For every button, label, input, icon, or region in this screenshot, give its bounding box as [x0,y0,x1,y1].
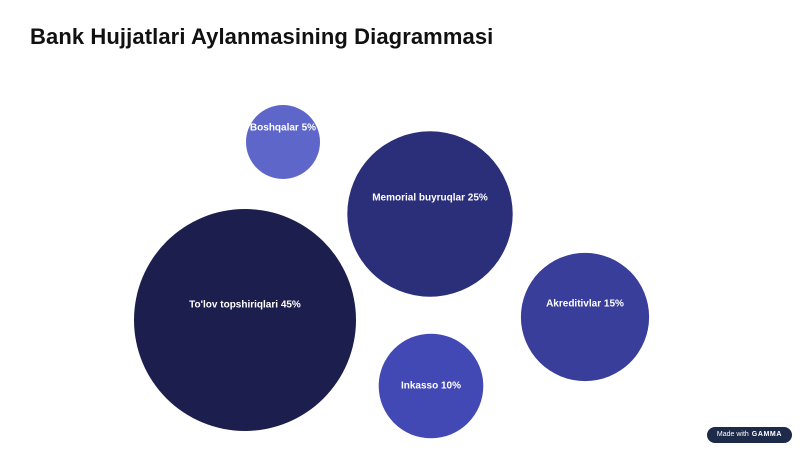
bubble-2: To'lov topshiriqlari 45% [134,209,356,431]
chart-title: Bank Hujjatlari Aylanmasining Diagrammas… [30,24,494,49]
badge-brand: GAMMA [751,431,782,438]
badge-prefix: Made with [716,431,749,438]
bubble-label-2: To'lov topshiriqlari 45% [189,300,301,311]
bubble-label-1: Memorial buyruqlar 25% [372,193,488,204]
bubble-circle-2 [134,209,356,431]
bubble-4: Akreditivlar 15% [520,252,650,382]
bubble-1: Memorial buyruqlar 25% [347,131,513,297]
bubble-circle-4 [520,252,650,382]
bubble-label-4: Akreditivlar 15% [546,299,624,310]
bubble-circle-0 [246,105,320,179]
bubble-circle-1 [347,131,513,297]
bubble-3: Inkasso 10% [378,333,484,439]
made-with-badge[interactable]: Made with GAMMA [706,427,792,443]
bubble-label-0: Boshqalar 5% [250,123,316,134]
bubble-0: Boshqalar 5% [246,105,320,179]
bubble-circle-3 [378,333,484,439]
bubble-label-3: Inkasso 10% [401,381,461,392]
